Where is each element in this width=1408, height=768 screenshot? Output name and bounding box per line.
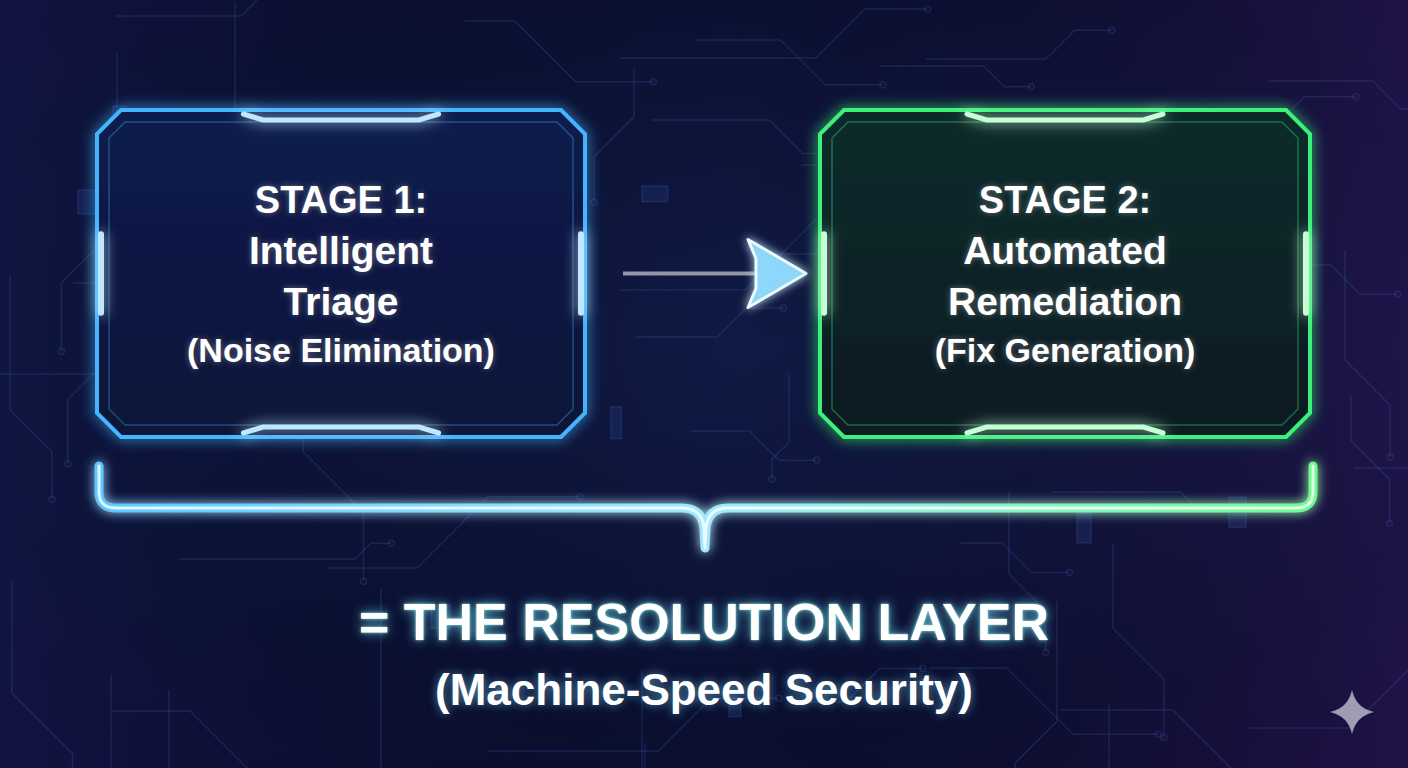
box-outline (820, 110, 1310, 437)
flow-arrow (593, 240, 806, 308)
stage-title: Intelligent Triage (191, 225, 491, 328)
stage-title: Automated Remediation (905, 225, 1225, 328)
box-outline (97, 110, 585, 437)
stage-heading: STAGE 1: (255, 175, 427, 225)
stage-box: STAGE 2:Automated Remediation(Fix Genera… (820, 110, 1310, 437)
stage-subtitle: (Noise Elimination) (187, 328, 495, 373)
bracket (99, 466, 1313, 548)
summary-subtitle: (Machine-Speed Security) (0, 665, 1408, 715)
stage-box: STAGE 1:Intelligent Triage(Noise Elimina… (97, 110, 585, 437)
box-content: STAGE 1:Intelligent Triage(Noise Elimina… (97, 110, 585, 437)
summary-title: = THE RESOLUTION LAYER (0, 592, 1408, 652)
stage-subtitle: (Fix Generation) (935, 328, 1196, 373)
arrow-shaft-core (623, 272, 758, 276)
sparkle-watermark (1330, 690, 1374, 734)
arrow-shaft (593, 259, 758, 289)
stage-heading: STAGE 2: (979, 175, 1151, 225)
arrow-head (748, 240, 806, 308)
box-content: STAGE 2:Automated Remediation(Fix Genera… (820, 110, 1310, 437)
